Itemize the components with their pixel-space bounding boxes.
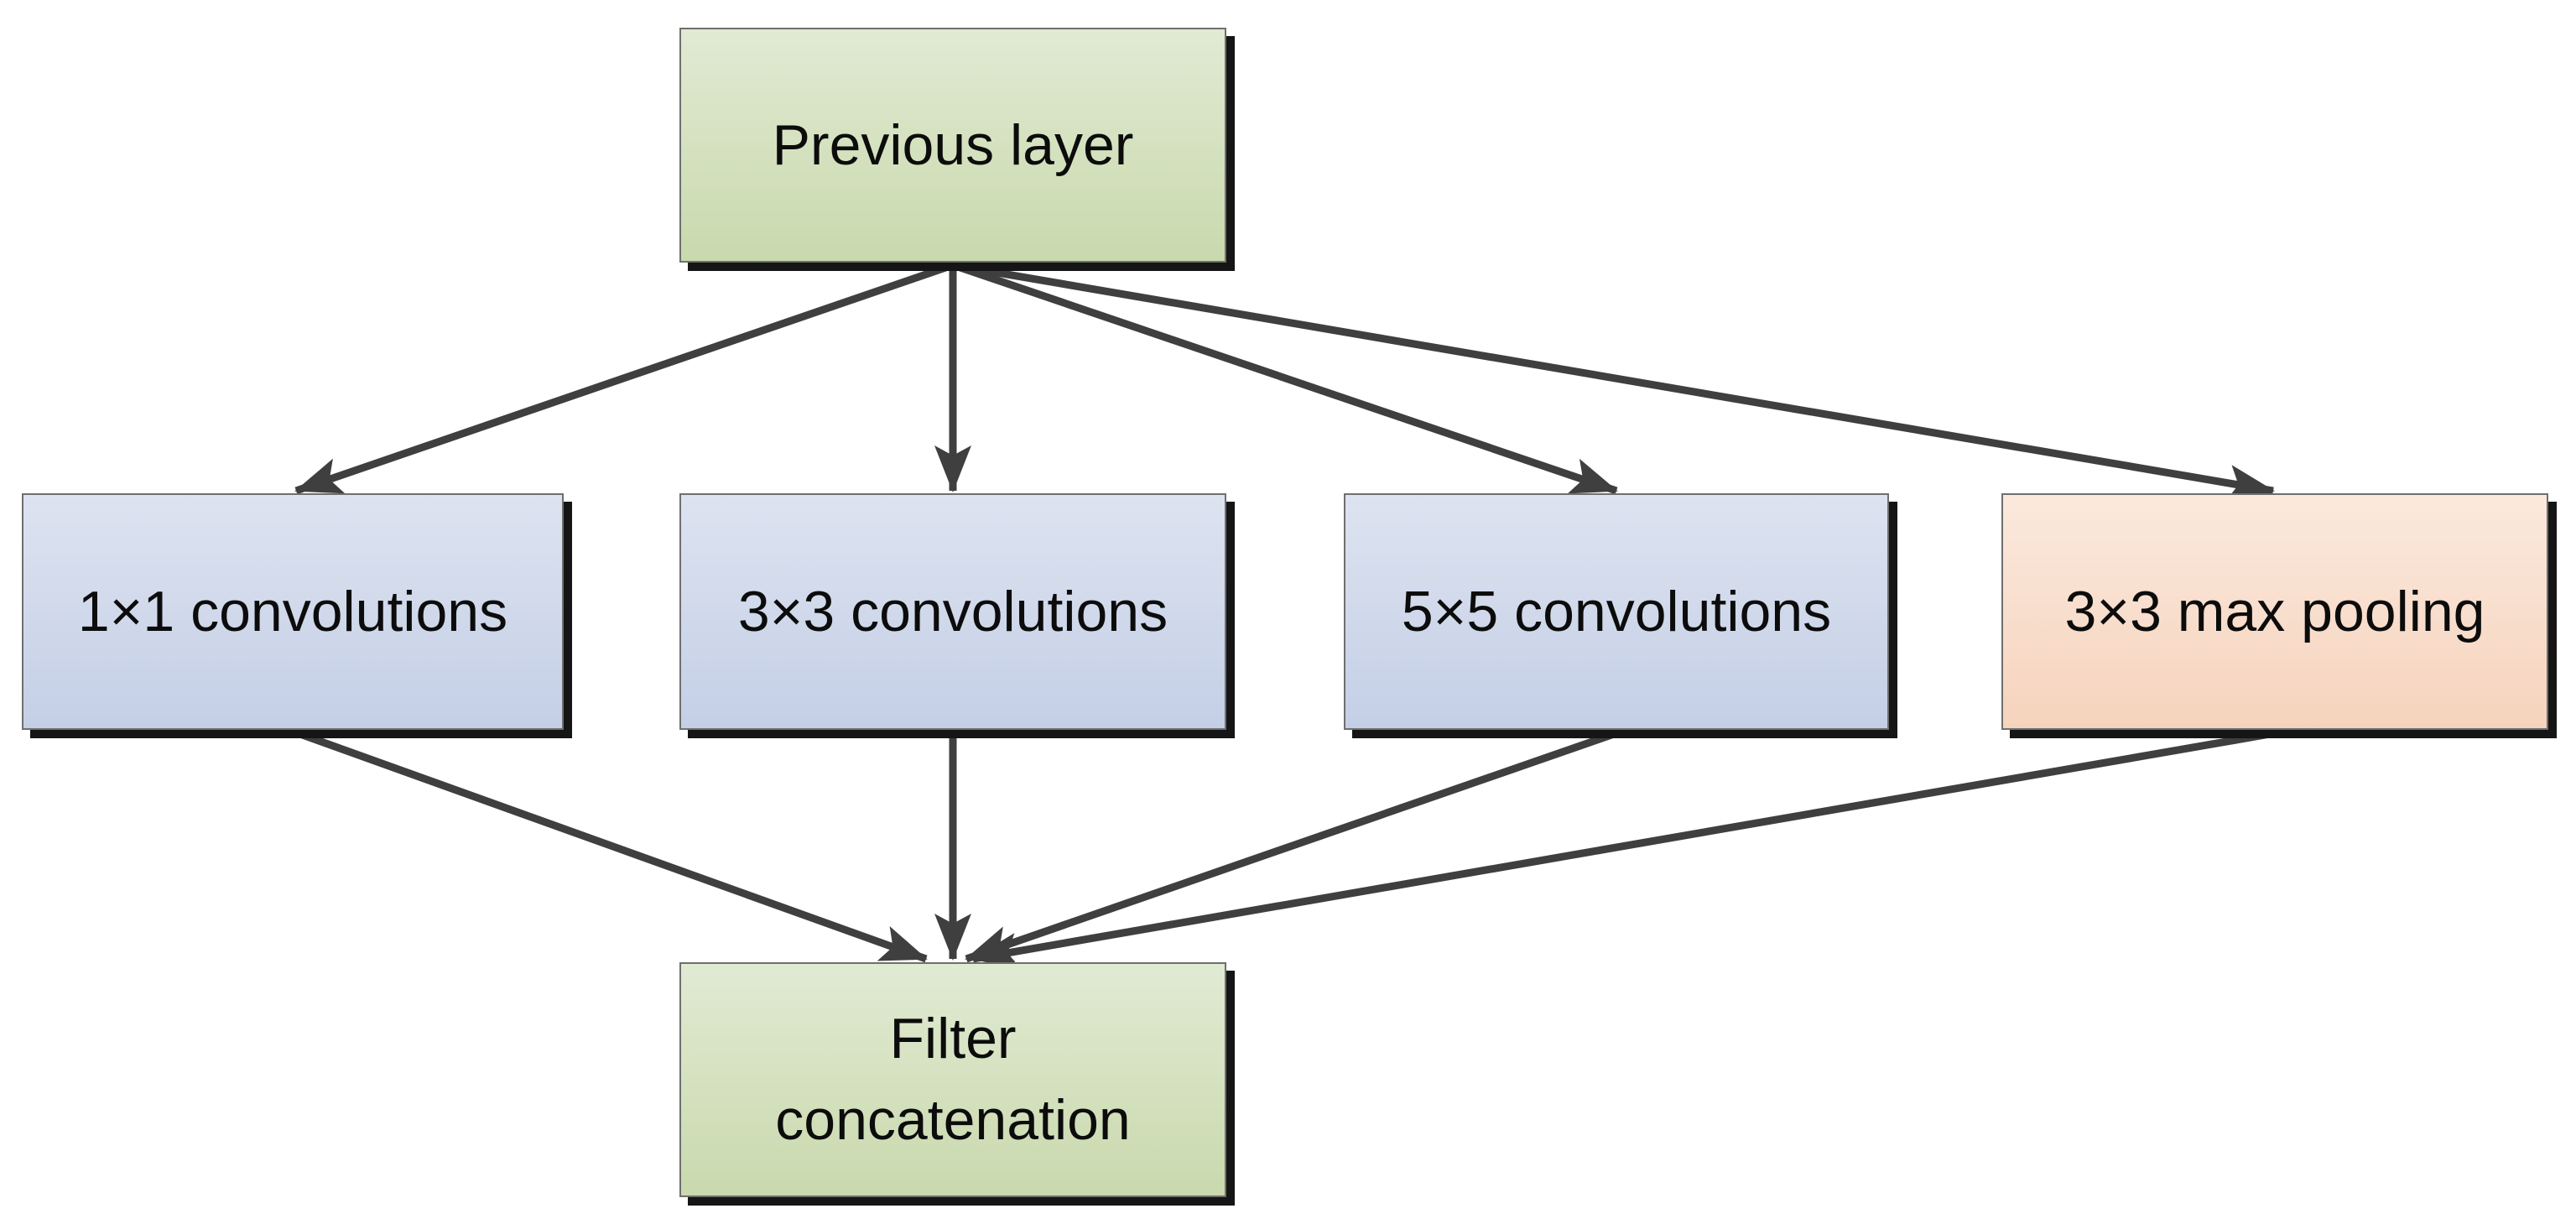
edge-previous-to-conv1 (294, 261, 955, 495)
node-3x3-max-pooling-label: 3×3 max pooling (2064, 579, 2485, 643)
node-1x1-convolutions-label: 1×1 convolutions (77, 579, 508, 643)
node-previous-layer-label: Previous layer (772, 112, 1134, 177)
node-previous-layer: Previous layer (679, 28, 1226, 263)
edge-group (294, 261, 2276, 970)
edge-pool3-to-concat (971, 729, 2276, 970)
node-5x5-convolutions: 5×5 convolutions (1344, 493, 1889, 730)
edge-previous-to-conv5 (951, 261, 1618, 495)
edge-previous-to-pool3 (952, 261, 2275, 502)
node-3x3-max-pooling: 3×3 max pooling (2001, 493, 2548, 730)
edge-conv5-to-concat (965, 729, 1618, 963)
node-3x3-convolutions-label: 3×3 convolutions (737, 579, 1168, 643)
edge-conv1-to-concat (296, 729, 928, 963)
node-filter-concatenation-label: Filter concatenation (775, 1007, 1131, 1152)
node-1x1-convolutions: 1×1 convolutions (22, 493, 564, 730)
node-filter-concatenation: Filter concatenation (679, 962, 1226, 1197)
node-5x5-convolutions-label: 5×5 convolutions (1401, 579, 1832, 643)
node-3x3-convolutions: 3×3 convolutions (679, 493, 1226, 730)
